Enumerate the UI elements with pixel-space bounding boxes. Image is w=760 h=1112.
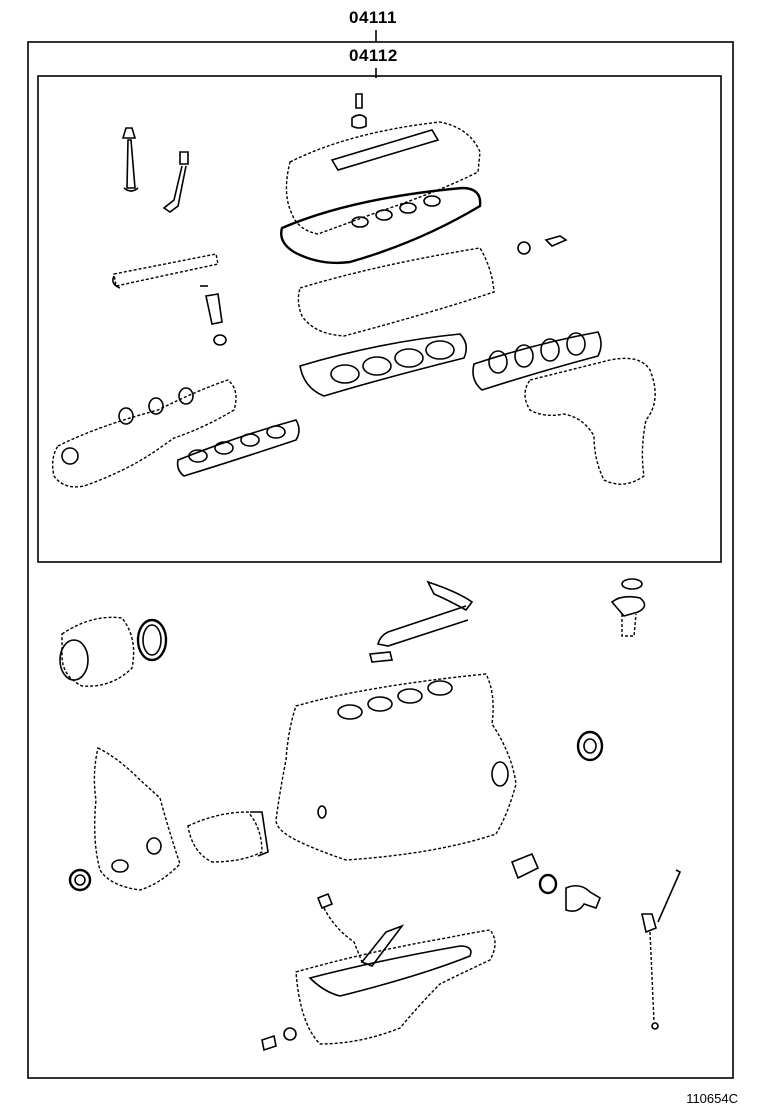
crankshaft-oil-seal-front [576, 730, 604, 762]
outer-kit-label: 04111 [349, 8, 397, 27]
exhaust-manifold-gasket [472, 331, 602, 391]
head-cover-gasket [280, 186, 482, 265]
cylinder-block [275, 673, 517, 861]
plug-seal [517, 235, 568, 255]
water-inlet [610, 578, 646, 637]
oil-pipe [368, 580, 474, 663]
cam-housing-gasket [297, 247, 495, 337]
timing-belt-cover [93, 746, 181, 891]
oil-pan [295, 929, 496, 1045]
inner-kit-frame [37, 75, 722, 563]
figure-code: 110654C [686, 1091, 738, 1106]
cylinder-head-gasket [299, 333, 468, 397]
outer-kit-frame [27, 41, 734, 1079]
intake-manifold [51, 379, 237, 488]
water-outlet [510, 852, 601, 912]
valve [121, 127, 139, 192]
plug-tube-gasket [200, 285, 227, 346]
intake-manifold-gasket [176, 419, 300, 477]
o-ring [136, 618, 168, 662]
oil-level-gauge [641, 869, 682, 1030]
cover-bolt-seal [351, 93, 367, 129]
inner-kit-label: 04112 [349, 46, 398, 65]
valve-stem-seal [162, 151, 189, 213]
exhaust-manifold [524, 357, 656, 485]
crankshaft-oil-seal-rear [68, 868, 92, 892]
camshaft-bearing [112, 253, 219, 289]
drain-plug-gasket [261, 1027, 297, 1052]
timing-pulley [59, 616, 135, 687]
water-pump [187, 811, 269, 863]
oil-strainer [316, 892, 405, 967]
cylinder-head-cover [285, 121, 481, 235]
